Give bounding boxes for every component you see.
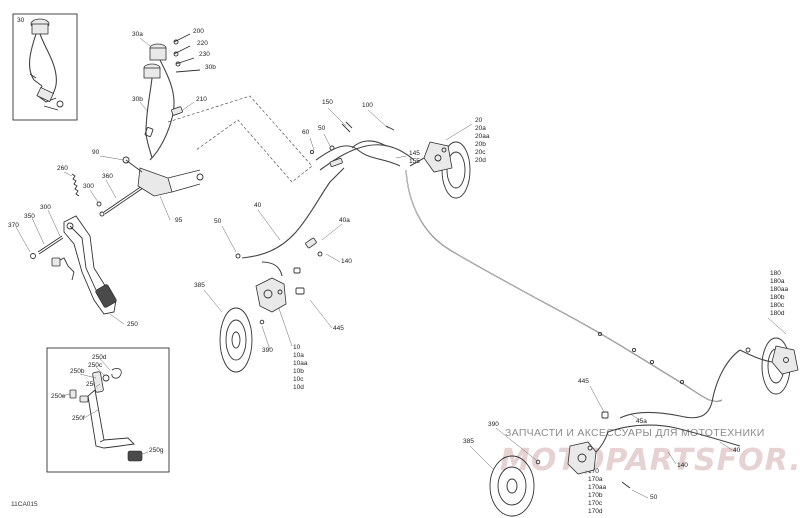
label-150: 150 — [322, 99, 333, 106]
label-170b: 170b — [588, 492, 603, 499]
label-300: 300 — [40, 204, 51, 211]
label-20: 20 — [475, 117, 483, 124]
label-60: 60 — [302, 129, 310, 136]
label-180a: 180a — [770, 278, 785, 285]
rear-right-brake: 180 180a 180aa 180b 180c 180d 445 45a 40… — [578, 270, 799, 469]
inset-frame-pedal — [46, 347, 170, 473]
label-250f: 250f — [72, 415, 85, 422]
label-10aa: 10aa — [293, 360, 308, 367]
label-385: 385 — [194, 282, 205, 289]
label-20d: 20d — [475, 157, 486, 164]
watermark-caption: ЗАПЧАСТИ И АКСЕССУАРЫ ДЛЯ МОТОТЕХНИКИ — [505, 427, 765, 439]
watermark-site: MOTOPARTSFOR.RU — [500, 443, 800, 478]
label-250a: 250a — [86, 381, 101, 388]
label-40a: 40a — [339, 217, 350, 224]
diagram-code: 11CA015 — [11, 501, 38, 508]
label-170c: 170c — [588, 500, 603, 507]
label-390-rear: 390 — [488, 421, 499, 428]
label-170aa: 170aa — [588, 484, 606, 491]
front-brake-lines: 150 100 60 50 145 155 — [302, 99, 420, 171]
label-155: 155 — [409, 158, 420, 165]
label-445-rear: 445 — [578, 378, 589, 385]
label-50-top: 50 — [318, 125, 326, 132]
label-180d: 180d — [770, 310, 785, 317]
label-170a: 170a — [588, 476, 603, 483]
label-140-rear: 140 — [677, 462, 688, 469]
label-40-rear: 40 — [733, 447, 741, 454]
label-360: 360 — [102, 173, 113, 180]
label-50-rear: 50 — [650, 494, 658, 501]
label-140: 140 — [341, 258, 352, 265]
label-30b-top: 30b — [205, 64, 216, 71]
label-30a: 30a — [132, 31, 143, 38]
label-30b: 30b — [132, 96, 143, 103]
front-left-brake: 40 40a 50 140 385 445 390 10 10a 10aa 10… — [194, 167, 352, 391]
pedal-assembly: 90 260 300 360 95 300 350 370 250 — [8, 149, 204, 328]
label-170d: 170d — [588, 508, 603, 515]
label-90: 90 — [92, 149, 100, 156]
label-20c: 20c — [475, 149, 486, 156]
label-20b: 20b — [475, 141, 486, 148]
label-445: 445 — [333, 325, 344, 332]
rear-brake-line — [405, 169, 723, 402]
rear-right-caliper — [771, 345, 799, 375]
label-100: 100 — [362, 102, 373, 109]
front-right-brake: 20 20a 20aa 20b 20c 20d — [409, 117, 490, 199]
reservoir-assembly: 30a 200 220 230 30b 30b 210 — [132, 28, 216, 161]
label-20aa: 20aa — [475, 133, 490, 140]
label-95: 95 — [175, 217, 183, 224]
front-left-disc — [219, 307, 253, 373]
front-right-caliper — [423, 141, 453, 173]
label-10c: 10c — [293, 376, 304, 383]
label-145: 145 — [409, 150, 420, 157]
inset-pedal-assembly: 250d 250c 250b 250e 250a 250f 250g — [46, 347, 170, 473]
front-left-caliper — [255, 277, 287, 313]
label-350: 350 — [24, 213, 35, 220]
label-50: 50 — [214, 218, 222, 225]
label-250c: 250c — [88, 362, 103, 369]
label-250d: 250d — [92, 354, 107, 361]
label-10b: 10b — [293, 368, 304, 375]
label-10d: 10d — [293, 384, 304, 391]
label-200: 200 — [193, 28, 204, 35]
label-385-rear: 385 — [463, 438, 474, 445]
label-250g: 250g — [149, 447, 164, 454]
label-250b: 250b — [70, 368, 85, 375]
label-30: 30 — [17, 17, 25, 24]
label-250e: 250e — [51, 393, 66, 400]
label-40: 40 — [254, 202, 262, 209]
label-180c: 180c — [770, 302, 785, 309]
label-180: 180 — [770, 270, 781, 277]
label-300-top: 300 — [83, 183, 94, 190]
label-180b: 180b — [770, 294, 785, 301]
label-260: 260 — [57, 165, 68, 172]
label-10a: 10a — [293, 352, 304, 359]
label-230: 230 — [199, 51, 210, 58]
label-210: 210 — [196, 96, 207, 103]
rear-left-disc — [489, 455, 535, 517]
label-45a: 45a — [636, 418, 647, 425]
rear-left-brake: 390 385 170 170a 170aa 170b 170c 170d 50 — [463, 421, 658, 517]
label-180aa: 180aa — [770, 286, 788, 293]
label-250: 250 — [127, 321, 138, 328]
label-370: 370 — [8, 222, 19, 229]
label-170: 170 — [588, 468, 599, 475]
inset-master-cylinder-assembly: 30 — [12, 13, 78, 121]
label-10: 10 — [293, 344, 301, 351]
assembly-boundary — [167, 95, 313, 183]
reservoir-body — [31, 23, 49, 35]
label-20a: 20a — [475, 125, 486, 132]
label-390: 390 — [262, 347, 273, 354]
label-220: 220 — [197, 40, 208, 47]
